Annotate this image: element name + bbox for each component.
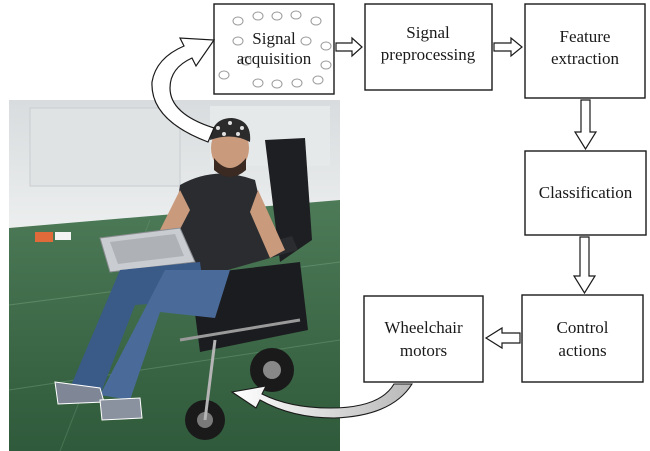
arrow-right-icon bbox=[493, 36, 523, 58]
node-label-line1: Wheelchair bbox=[384, 318, 463, 337]
node-label-line1: Signal bbox=[252, 29, 296, 48]
electrode-dots-icon bbox=[218, 10, 332, 89]
node-label-line1: Control bbox=[557, 318, 609, 337]
node-label-line2: extraction bbox=[551, 49, 619, 68]
node-label-line1: Signal bbox=[406, 23, 450, 42]
arrow-left-icon bbox=[484, 326, 521, 350]
arrow-right-icon bbox=[335, 36, 363, 58]
node-wheelchair-motors: Wheelchair motors bbox=[363, 295, 484, 383]
node-label-line2: actions bbox=[558, 341, 606, 360]
curved-arrow-to-wheelchair-icon bbox=[230, 383, 413, 419]
node-signal-acquisition: Signal acquisition bbox=[213, 3, 335, 95]
node-label-line2: acquisition bbox=[237, 49, 312, 68]
node-label-line1: Classification bbox=[539, 183, 633, 202]
node-classification: Classification bbox=[524, 150, 647, 236]
wheelchair-user-photo bbox=[9, 100, 340, 451]
node-label-line2: preprocessing bbox=[381, 45, 476, 64]
arrow-down-icon bbox=[572, 236, 597, 295]
node-control-actions: Control actions bbox=[521, 294, 644, 383]
curved-arrow-to-acquisition-icon bbox=[151, 37, 216, 143]
node-label-line2: motors bbox=[400, 341, 447, 360]
arrow-down-icon bbox=[573, 99, 598, 151]
node-label-line1: Feature bbox=[560, 27, 611, 46]
node-feature-extraction: Feature extraction bbox=[524, 3, 646, 99]
node-signal-preprocessing: Signal preprocessing bbox=[364, 3, 493, 91]
